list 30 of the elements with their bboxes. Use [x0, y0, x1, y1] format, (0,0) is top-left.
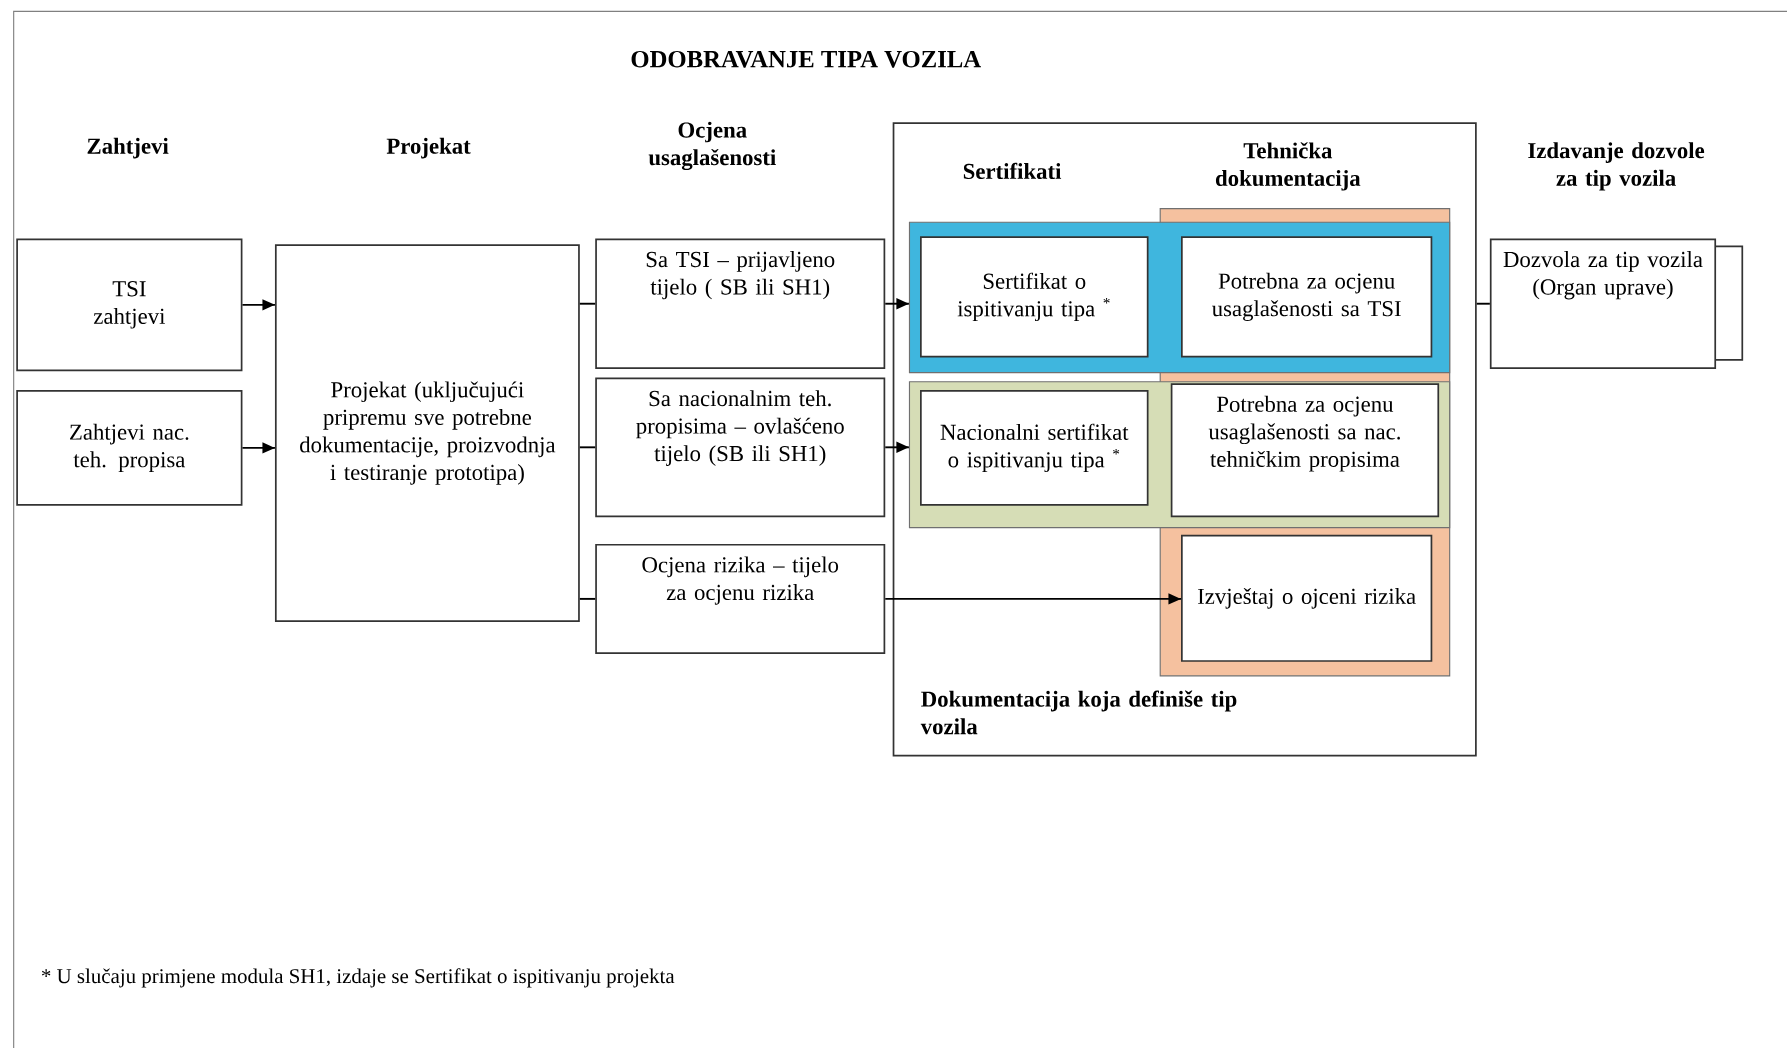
arrow: [884, 297, 910, 310]
connector-line: [578, 597, 597, 600]
column-heading: Projekat: [386, 137, 471, 159]
requirement-box: TSI zahtjevi: [16, 238, 243, 371]
arrow: [884, 441, 910, 453]
assessment-box: Sa TSI – prijavljeno tijelo ( SB ili SH1): [595, 238, 886, 369]
column-heading: Sertifikati: [963, 162, 1062, 179]
certificate-box: Sertifikat o ispitivanju tipa $^{*}$: [920, 235, 1149, 358]
arrow: [241, 298, 276, 311]
process-box: Projekat (uključujući pripremu sve potrebne dokumentacije, proizvodnja i testiranje prototipa): [274, 243, 580, 622]
permit-box: Dozvola za tip vozila (Organ uprave): [1489, 238, 1717, 369]
column-heading: Ocjena usaglašenosti: [648, 121, 776, 170]
arrow: [241, 441, 276, 454]
assessment-box: Sa nacionalnim teh. propisima – ovlašćeno tijelo (SB ili SH1): [595, 377, 886, 517]
arrow: [884, 592, 1182, 605]
stacked-box: [1713, 245, 1744, 361]
column-heading: Izdavanje dozvole za tip vozila: [1528, 142, 1705, 191]
certificate-box: Nacionalni sertifikat o ispitivanju tipa $^{*}$: [920, 389, 1149, 506]
column-heading: Tehnička dokumentacija: [1215, 141, 1361, 191]
connector-line: [578, 302, 597, 305]
document-box: Potrebna za ocjenu usaglašenosti sa TSI: [1181, 235, 1433, 358]
connector-line: [1475, 302, 1491, 305]
requirement-box: Zahtjevi nac. teh. propisa: [16, 389, 243, 506]
footnote: * U slučaju primjene modula SH1, izdaje se Sertifikat o ispitivanju projekta: [41, 968, 675, 988]
document-box: Potrebna za ocjenu usaglašenosti sa nac. tehničkim propisima: [1170, 382, 1440, 517]
diagram-title: ODOBRAVANJE TIPA VOZILA: [631, 50, 981, 68]
column-heading: Zahtjevi: [87, 137, 169, 159]
document-box: Izvještaj o ojceni rizika: [1181, 534, 1433, 662]
connector-line: [578, 446, 597, 449]
assessment-box: Ocjena rizika – tijelo za ocjenu rizika: [595, 543, 886, 654]
